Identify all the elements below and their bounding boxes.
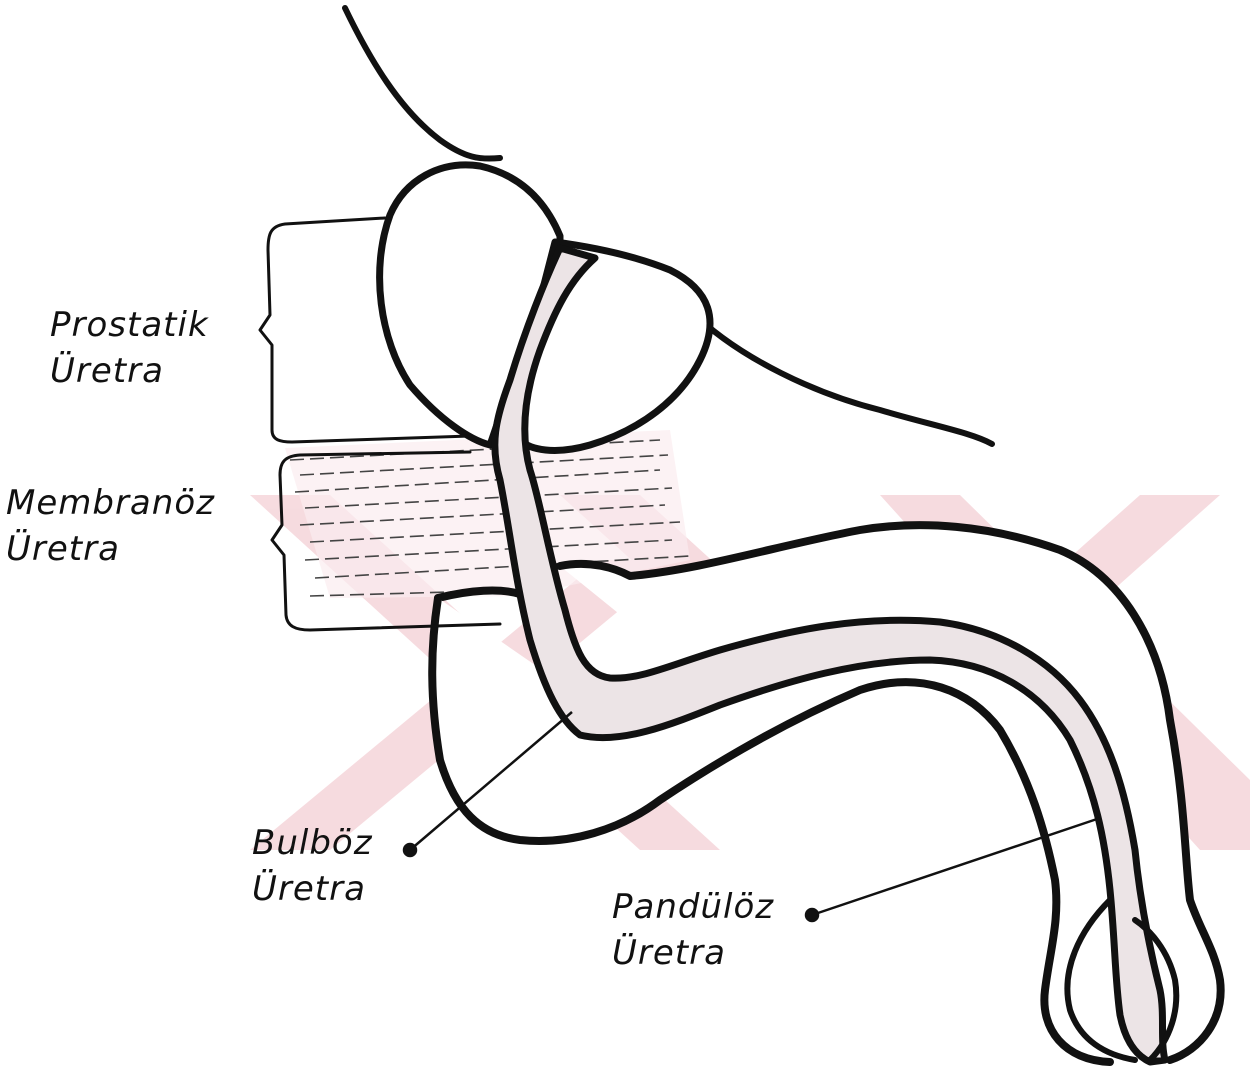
- pointer-dot-pandul: [806, 909, 818, 921]
- label-membranoz-line1: Membranöz: [6, 480, 215, 526]
- label-pandul-line2: Üretra: [612, 930, 774, 976]
- label-bulboz-uretra: Bulböz Üretra: [252, 820, 373, 912]
- label-bulboz-line1: Bulböz: [252, 820, 373, 866]
- label-pandul-line1: Pandülöz: [612, 884, 774, 930]
- label-membranoz-uretra: Membranöz Üretra: [6, 480, 215, 572]
- label-bulboz-line2: Üretra: [252, 866, 373, 912]
- label-membranoz-line2: Üretra: [6, 526, 215, 572]
- pointer-dot-bulboz: [404, 844, 416, 856]
- label-prostatik-uretra: Prostatik Üretra: [50, 302, 209, 394]
- label-prostatik-line1: Prostatik: [50, 302, 209, 348]
- label-pandul-uretra: Pandülöz Üretra: [612, 884, 774, 976]
- label-prostatik-line2: Üretra: [50, 348, 209, 394]
